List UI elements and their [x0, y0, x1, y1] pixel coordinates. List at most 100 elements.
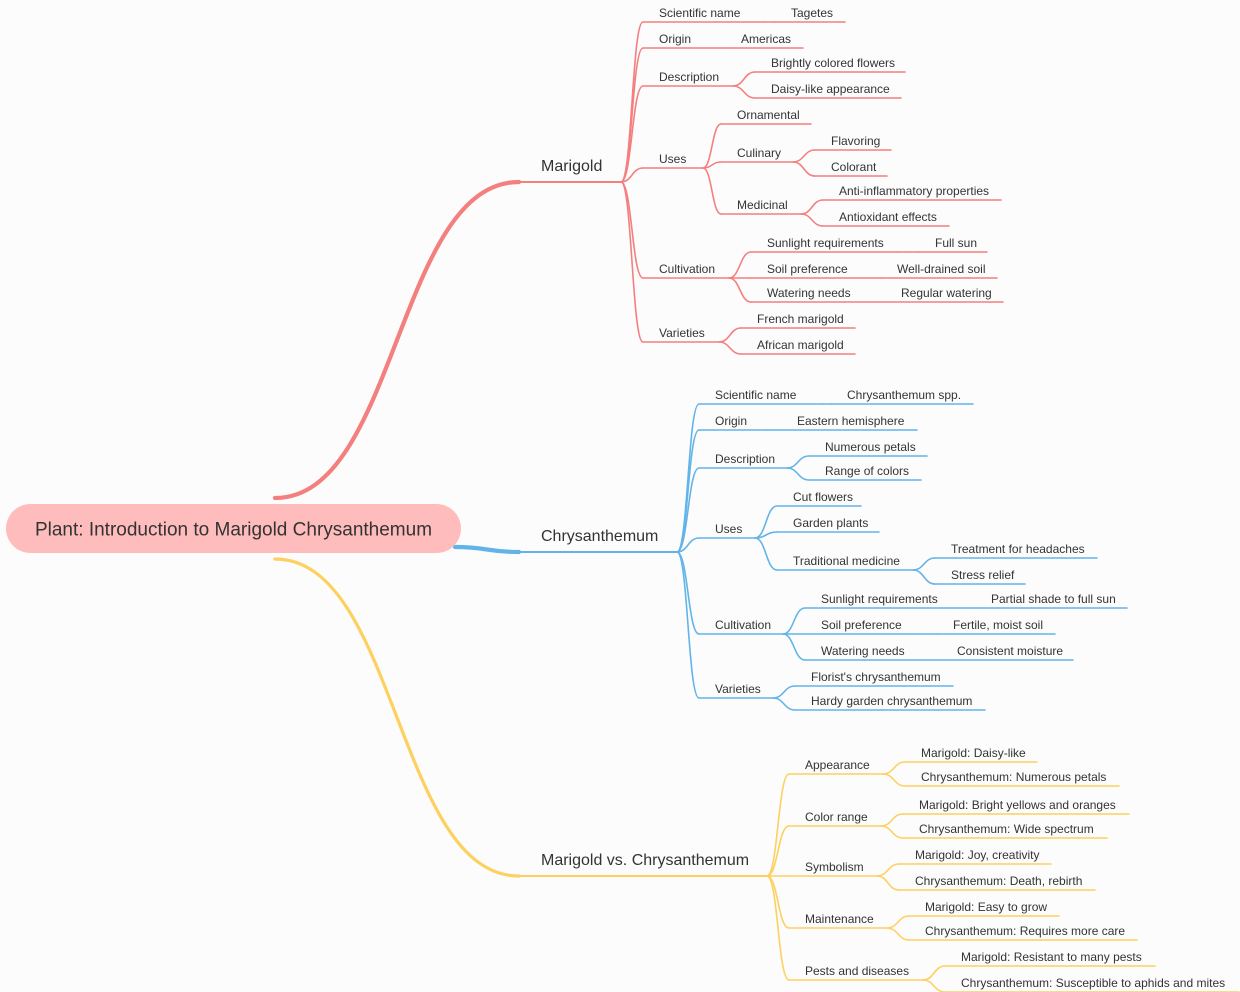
branch-chrysanthemum-uses-traditional-medicine[interactable]: Traditional medicine	[776, 554, 914, 571]
branch-chrysanthemum-cultivation-soil-preference-fertile-moist-soil[interactable]: Fertile, moist soil	[936, 618, 1056, 635]
branch-marigold-vs-chrysanthemum-maintenance-chrysanthemum-requires-more-care-label: Chrysanthemum: Requires more care	[925, 924, 1125, 938]
branch-chrysanthemum-description-numerous-petals[interactable]: Numerous petals	[808, 440, 928, 457]
branch-marigold-vs-chrysanthemum-symbolism-chrysanthemum-death-rebirth[interactable]: Chrysanthemum: Death, rebirth	[898, 874, 1096, 891]
branch-marigold-uses[interactable]: Uses	[642, 152, 704, 169]
branch-marigold-uses-culinary-colorant[interactable]: Colorant	[814, 160, 888, 177]
branch-chrysanthemum-scientific-name-label: Scientific name	[715, 388, 797, 402]
branch-marigold-vs-chrysanthemum-maintenance-chrysanthemum-requires-more-care-connector	[886, 927, 910, 941]
branch-marigold-scientific-name-connector	[620, 21, 644, 183]
branch-marigold-vs-chrysanthemum[interactable]: Marigold vs. Chrysanthemum	[518, 852, 768, 877]
branch-chrysanthemum-uses[interactable]: Uses	[698, 522, 756, 539]
branch-chrysanthemum-uses-traditional-medicine-stress-relief-label: Stress relief	[951, 568, 1015, 582]
branch-chrysanthemum-cultivation-sunlight-requirements-label: Sunlight requirements	[821, 592, 938, 606]
branch-marigold-cultivation-soil-preference-well-drained-soil[interactable]: Well-drained soil	[880, 262, 998, 279]
branch-marigold-varieties-african-marigold[interactable]: African marigold	[740, 338, 856, 355]
branch-marigold[interactable]: Marigold	[518, 158, 622, 183]
branch-chrysanthemum-cultivation-sunlight-requirements[interactable]: Sunlight requirements	[804, 592, 954, 609]
branch-marigold-uses-ornamental[interactable]: Ornamental	[720, 108, 812, 125]
branch-marigold-description[interactable]: Description	[642, 70, 734, 87]
branch-marigold-varieties[interactable]: Varieties	[642, 326, 720, 343]
branch-marigold-vs-chrysanthemum-appearance-marigold-daisy-like[interactable]: Marigold: Daisy-like	[904, 746, 1038, 763]
branch-chrysanthemum[interactable]: Chrysanthemum	[518, 528, 678, 553]
branch-marigold-connector	[272, 179, 522, 501]
branch-chrysanthemum-origin[interactable]: Origin	[698, 414, 768, 431]
branch-marigold-cultivation-sunlight-requirements-label: Sunlight requirements	[767, 236, 884, 250]
branch-chrysanthemum-scientific-name[interactable]: Scientific name	[698, 388, 824, 405]
branch-chrysanthemum-varieties-hardy-garden-chrysanthemum[interactable]: Hardy garden chrysanthemum	[794, 694, 986, 711]
branch-marigold-uses-culinary-colorant-label: Colorant	[831, 160, 877, 174]
branch-marigold-vs-chrysanthemum-color-range-chrysanthemum-wide-spectrum[interactable]: Chrysanthemum: Wide spectrum	[902, 822, 1108, 839]
branch-chrysanthemum-uses-traditional-medicine-stress-relief[interactable]: Stress relief	[934, 568, 1026, 585]
branch-marigold-vs-chrysanthemum-appearance[interactable]: Appearance	[788, 758, 884, 775]
branch-chrysanthemum-scientific-name-chrysanthemum-spp-label: Chrysanthemum spp.	[847, 388, 961, 402]
branch-marigold-vs-chrysanthemum-maintenance-marigold-easy-to-grow-connector	[886, 915, 910, 929]
branch-chrysanthemum-varieties[interactable]: Varieties	[698, 682, 774, 699]
branch-marigold-origin-americas[interactable]: Americas	[724, 32, 804, 49]
branch-chrysanthemum-cultivation-label: Cultivation	[715, 618, 771, 632]
branch-chrysanthemum-origin-eastern-hemisphere[interactable]: Eastern hemisphere	[780, 414, 918, 431]
branch-marigold-varieties-french-marigold[interactable]: French marigold	[740, 312, 856, 329]
root-node-box[interactable]	[6, 504, 461, 553]
branch-marigold-vs-chrysanthemum-color-range-chrysanthemum-wide-spectrum-connector	[880, 825, 904, 839]
branch-chrysanthemum-cultivation-sunlight-requirements-partial-shade-to-full-sun[interactable]: Partial shade to full sun	[974, 592, 1128, 609]
branch-marigold-vs-chrysanthemum-label: Marigold vs. Chrysanthemum	[541, 852, 749, 869]
branch-marigold-uses-culinary[interactable]: Culinary	[720, 146, 794, 163]
branch-marigold-vs-chrysanthemum-maintenance[interactable]: Maintenance	[788, 912, 888, 929]
branch-chrysanthemum-uses-traditional-medicine-label: Traditional medicine	[793, 554, 900, 568]
branch-marigold-vs-chrysanthemum-pests-and-diseases[interactable]: Pests and diseases	[788, 964, 924, 981]
branch-marigold-uses-medicinal-antioxidant-effects[interactable]: Antioxidant effects	[822, 210, 950, 227]
branch-marigold-uses-medicinal-anti-inflammatory-properties[interactable]: Anti-inflammatory properties	[822, 184, 1002, 201]
branch-chrysanthemum-cultivation-watering-needs[interactable]: Watering needs	[804, 644, 924, 661]
branch-marigold-vs-chrysanthemum-maintenance-chrysanthemum-requires-more-care[interactable]: Chrysanthemum: Requires more care	[908, 924, 1138, 941]
branch-marigold-origin[interactable]: Origin	[642, 32, 726, 49]
branch-chrysanthemum-uses-traditional-medicine-treatment-for-headaches[interactable]: Treatment for headaches	[934, 542, 1098, 559]
branch-marigold-vs-chrysanthemum-symbolism-marigold-joy-creativity-label: Marigold: Joy, creativity	[915, 848, 1039, 862]
branch-chrysanthemum-varieties-florist-s-chrysanthemum[interactable]: Florist's chrysanthemum	[794, 670, 954, 687]
branch-marigold-vs-chrysanthemum-symbolism-marigold-joy-creativity[interactable]: Marigold: Joy, creativity	[898, 848, 1052, 865]
branch-marigold-cultivation-soil-preference[interactable]: Soil preference	[750, 262, 870, 279]
branch-chrysanthemum-cultivation-sunlight-requirements-partial-shade-to-full-sun-label: Partial shade to full sun	[991, 592, 1116, 606]
branch-marigold-cultivation-sunlight-requirements-full-sun[interactable]: Full sun	[918, 236, 988, 253]
root-node[interactable]: Plant: Introduction to Marigold Chrysant…	[6, 504, 461, 553]
branch-chrysanthemum-uses-garden-plants[interactable]: Garden plants	[776, 516, 880, 533]
branch-marigold-uses-culinary-flavoring[interactable]: Flavoring	[814, 134, 892, 151]
branch-marigold-vs-chrysanthemum-pests-and-diseases-marigold-resistant-to-many-pests[interactable]: Marigold: Resistant to many pests	[944, 950, 1156, 967]
branch-chrysanthemum-description-label: Description	[715, 452, 775, 466]
branch-marigold-description-brightly-colored-flowers-connector	[732, 71, 756, 87]
branch-chrysanthemum-uses-garden-plants-label: Garden plants	[793, 516, 868, 530]
branch-marigold-vs-chrysanthemum-pests-and-diseases-chrysanthemum-susceptible-to-aphids-and-mites[interactable]: Chrysanthemum: Susceptible to aphids and…	[944, 976, 1240, 992]
branch-marigold-vs-chrysanthemum-pests-and-diseases-chrysanthemum-susceptible-to-aphids-and-mites-connector	[922, 979, 946, 992]
branch-chrysanthemum-varieties-florist-s-chrysanthemum-label: Florist's chrysanthemum	[811, 670, 941, 684]
branch-marigold-vs-chrysanthemum-color-range[interactable]: Color range	[788, 810, 882, 827]
branch-marigold-vs-chrysanthemum-color-range-chrysanthemum-wide-spectrum-label: Chrysanthemum: Wide spectrum	[919, 822, 1094, 836]
branch-chrysanthemum-uses-cut-flowers[interactable]: Cut flowers	[776, 490, 862, 507]
branch-marigold-vs-chrysanthemum-symbolism[interactable]: Symbolism	[788, 860, 878, 877]
branch-marigold-scientific-name-tagetes[interactable]: Tagetes	[774, 6, 846, 23]
branch-chrysanthemum-description-range-of-colors[interactable]: Range of colors	[808, 464, 922, 481]
branch-marigold-vs-chrysanthemum-color-range-marigold-bright-yellows-and-oranges[interactable]: Marigold: Bright yellows and oranges	[902, 798, 1130, 815]
branch-marigold-vs-chrysanthemum-appearance-chrysanthemum-numerous-petals[interactable]: Chrysanthemum: Numerous petals	[904, 770, 1120, 787]
branch-marigold-scientific-name[interactable]: Scientific name	[642, 6, 765, 23]
branch-marigold-cultivation[interactable]: Cultivation	[642, 262, 730, 279]
branch-marigold-vs-chrysanthemum-pests-and-diseases-marigold-resistant-to-many-pests-label: Marigold: Resistant to many pests	[961, 950, 1142, 964]
branch-chrysanthemum-uses-label: Uses	[715, 522, 742, 536]
branch-chrysanthemum-description[interactable]: Description	[698, 452, 788, 469]
branch-marigold-uses-medicinal[interactable]: Medicinal	[720, 198, 802, 215]
branch-marigold-cultivation-watering-needs-regular-watering[interactable]: Regular watering	[884, 286, 1004, 303]
branch-marigold-description-brightly-colored-flowers[interactable]: Brightly colored flowers	[754, 56, 906, 73]
branch-marigold-description-daisy-like-appearance[interactable]: Daisy-like appearance	[754, 82, 902, 99]
branch-marigold-cultivation-sunlight-requirements[interactable]: Sunlight requirements	[750, 236, 898, 253]
branch-chrysanthemum-uses-traditional-medicine-treatment-for-headaches-label: Treatment for headaches	[951, 542, 1085, 556]
branch-chrysanthemum-scientific-name-chrysanthemum-spp[interactable]: Chrysanthemum spp.	[830, 388, 974, 405]
branch-marigold-vs-chrysanthemum-appearance-chrysanthemum-numerous-petals-connector	[882, 773, 906, 787]
branch-marigold-vs-chrysanthemum-maintenance-marigold-easy-to-grow[interactable]: Marigold: Easy to grow	[908, 900, 1060, 917]
branch-marigold-vs-chrysanthemum-appearance-marigold-daisy-like-connector	[882, 761, 906, 775]
branch-chrysanthemum-cultivation-soil-preference[interactable]: Soil preference	[804, 618, 924, 635]
branch-chrysanthemum-cultivation-watering-needs-consistent-moisture[interactable]: Consistent moisture	[940, 644, 1074, 661]
branch-marigold-cultivation-watering-needs[interactable]: Watering needs	[750, 286, 870, 303]
branch-marigold-vs-chrysanthemum-pests-and-diseases-label: Pests and diseases	[805, 964, 909, 978]
branch-chrysanthemum-cultivation[interactable]: Cultivation	[698, 618, 784, 635]
branch-marigold-vs-chrysanthemum-color-range-connector	[766, 825, 790, 877]
branch-marigold-description-daisy-like-appearance-label: Daisy-like appearance	[771, 82, 890, 96]
